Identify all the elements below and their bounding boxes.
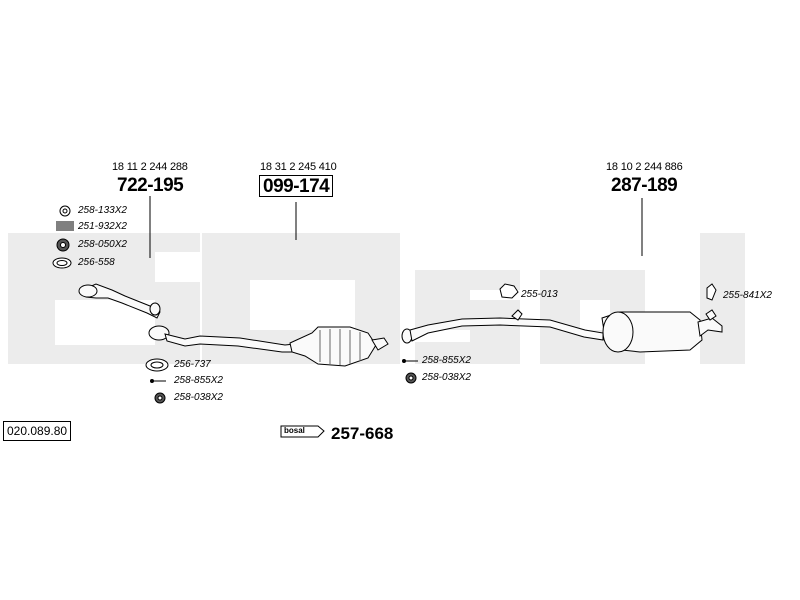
oe-number: 18 10 2 244 886	[606, 161, 683, 173]
nut-icon-hole	[60, 242, 66, 248]
catalytic-converter-part	[148, 325, 389, 367]
bolt-icon-head	[402, 359, 406, 363]
hardware-label: 251-932X2	[78, 221, 127, 232]
gasket-icon-inner	[56, 260, 68, 266]
part-number: 099-174	[259, 175, 334, 197]
hardware-label: 258-038X2	[422, 372, 471, 383]
part-number: 287-189	[611, 175, 678, 196]
hardware-label: 255-013	[521, 289, 558, 300]
mounting-kit-part-number: 257-668	[331, 424, 394, 443]
reference-number: 020.089.80	[3, 421, 72, 441]
part-number: 722-195	[117, 175, 184, 196]
oe-number: 18 11 2 244 288	[112, 161, 188, 173]
gasket-icon-inner	[150, 361, 164, 369]
nut-icon-hole	[157, 395, 163, 401]
rubber-hanger-icon	[706, 283, 717, 301]
stud-icon	[56, 221, 74, 231]
hardware-label: 258-050X2	[78, 239, 127, 250]
hardware-label: 255-841X2	[723, 290, 772, 301]
nut-icon-hole	[408, 375, 414, 381]
hardware-icons	[52, 205, 717, 404]
hardware-label: 258-855X2	[174, 375, 223, 386]
rear-silencer-part	[601, 309, 723, 353]
mounting-kit-logo	[280, 425, 325, 438]
hardware-label: 258-855X2	[422, 355, 471, 366]
front-pipe-part	[78, 283, 161, 319]
hardware-label: 258-133X2	[78, 205, 127, 216]
bolt-icon-head	[150, 379, 154, 383]
mounting-kit-logo-text: bosal	[284, 426, 305, 435]
clamp-icon-inner	[62, 208, 68, 214]
hardware-label: 256-737	[174, 359, 211, 370]
hardware-label: 256-558	[78, 257, 115, 268]
rubber-hanger-icon	[499, 283, 519, 299]
hardware-label: 258-038X2	[174, 392, 223, 403]
leader-lines	[149, 196, 643, 258]
middle-pipe-part	[401, 309, 604, 344]
oe-number: 18 31 2 245 410	[260, 161, 337, 173]
